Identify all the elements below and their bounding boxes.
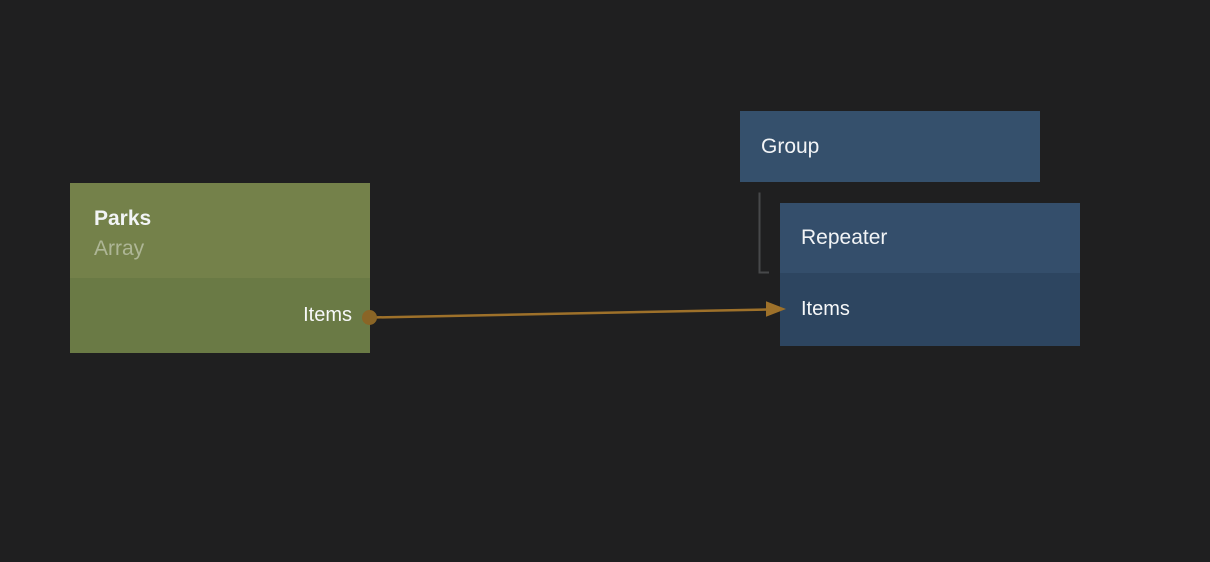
parks-items-output-row[interactable]: Items [70, 278, 370, 353]
node-parks[interactable]: Parks Array Items [70, 183, 370, 353]
group-repeater-tree-connector [758, 192, 769, 274]
node-parks-type-label: Array [94, 237, 145, 260]
node-group-title: Group [761, 134, 820, 158]
node-parks-title: Parks [94, 207, 152, 230]
node-group[interactable]: Group [740, 111, 1040, 182]
repeater-items-input-row[interactable]: Items [780, 273, 1080, 346]
repeater-items-port-label: Items [801, 298, 850, 320]
node-repeater[interactable]: Repeater Items [780, 203, 1080, 346]
connection-wire[interactable] [371, 308, 768, 319]
node-parks-header: Parks Array [70, 183, 370, 278]
parks-items-port-label: Items [303, 304, 352, 326]
node-repeater-title: Repeater [801, 226, 888, 249]
node-repeater-header: Repeater [780, 203, 1080, 273]
